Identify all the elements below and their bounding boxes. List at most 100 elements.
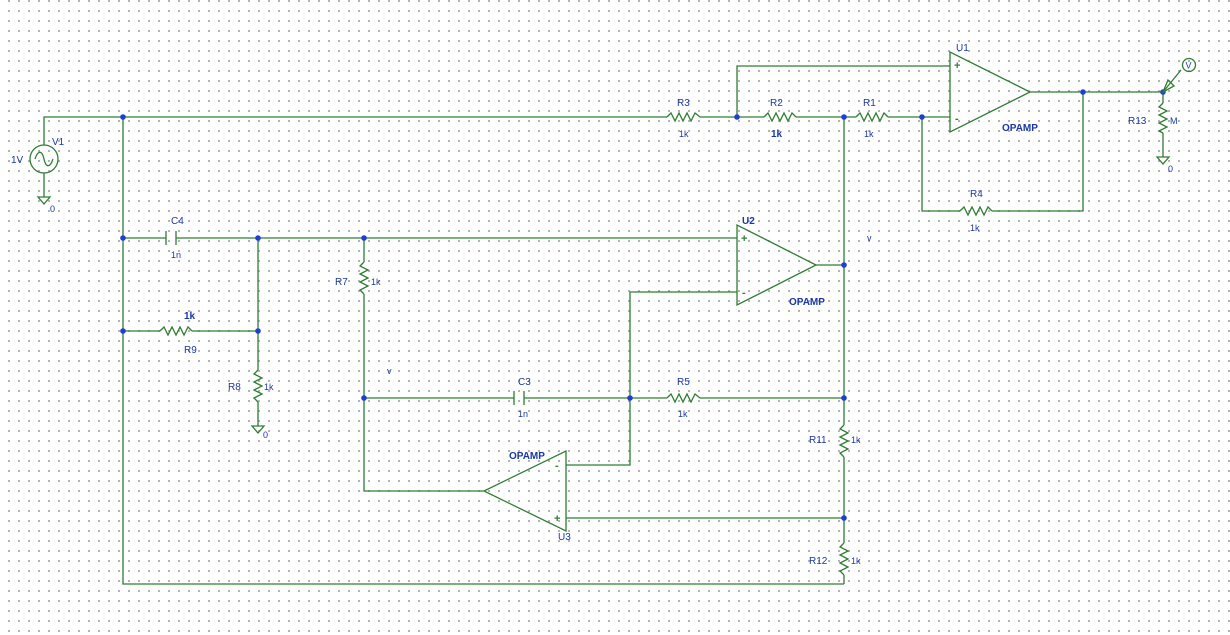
opamp-triangle-icon [736,223,818,307]
wire-u2-minus [629,291,737,398]
capacitor-c3[interactable]: C3 1n [513,377,531,419]
resistor-value: 1k [851,435,861,445]
resistor-ref: R8 [228,382,241,393]
resistor-r7[interactable]: R7 1k [335,261,381,295]
wires [43,65,1164,585]
resistor-zigzag-icon [358,261,370,295]
opamp-u1[interactable]: + - U1 OPAMP [949,43,1038,134]
resistor-zigzag-icon [159,325,193,337]
wire-r4-right [992,92,1084,212]
opamp-plus-pin: + [954,60,960,72]
resistor-ref: R5 [677,377,690,388]
wire-u3-minus [566,398,631,466]
opamp-minus-pin: - [555,460,559,472]
resistor-r11[interactable]: R11 1k [809,424,861,458]
junction-dot [120,114,126,120]
ground-label: 0 [1168,164,1173,174]
resistor-ref: R3 [677,98,690,109]
resistor-value: 1k [184,311,196,322]
resistor-ref: R1 [863,98,876,109]
source-value: 1V [11,155,24,166]
resistor-value: 1k [678,409,688,419]
wire-v1-top [43,116,123,145]
resistor-r1[interactable]: R1 1k [855,98,889,139]
opamp-u2[interactable]: + - U2 OPAMP [736,216,825,308]
ground-icon [1155,156,1171,165]
junction-dot [841,515,847,521]
resistor-ref: R11 [809,435,827,446]
ground-r13[interactable]: 0 [1155,156,1173,174]
resistor-ref: R9 [184,345,197,356]
opamp-ref: U2 [742,216,755,227]
resistor-r13[interactable]: R13 M [1128,102,1178,134]
resistor-r2[interactable]: R2 1k [763,98,797,140]
opamp-minus-pin: - [955,113,959,125]
resistor-zigzag-icon [252,369,264,403]
junction-dot [120,235,126,241]
resistor-r9[interactable]: 1k R9 [159,311,197,356]
resistor-r3[interactable]: R3 1k [666,98,701,139]
probe-label: V [1186,61,1192,71]
ground-r8[interactable]: 0 [250,425,268,440]
opamp-triangle-icon [482,449,567,533]
ground-v1[interactable]: 0 [36,196,55,214]
junction-dot [361,235,367,241]
wire-left-bus [122,117,844,585]
capacitor-value: 1n [518,409,528,419]
resistor-r5[interactable]: R5 1k [666,377,701,419]
wire-u1-plus-loop [736,65,950,117]
resistor-zigzag-icon [1157,102,1169,134]
resistor-value: 1k [864,129,874,139]
capacitor-ref: C3 [518,377,531,388]
ground-icon [36,196,52,205]
resistor-zigzag-icon [666,392,701,404]
wire-r4-left [921,117,960,212]
junction-dot [841,395,847,401]
resistor-r8[interactable]: R8 1k [228,369,274,403]
junction-dot [841,262,847,268]
resistor-value: 1k [970,223,980,233]
resistor-zigzag-icon [666,111,701,123]
junction-dot [120,328,126,334]
source-ref: V1 [52,137,65,148]
ground-label: 0 [50,204,55,214]
sine-wave-icon [34,151,54,167]
probe-arrow-icon [1161,78,1176,94]
resistor-ref: R7 [335,277,348,288]
opamp-model: OPAMP [1002,123,1038,134]
resistor-ref: R12 [809,556,828,567]
opamp-plus-pin: + [554,513,560,525]
capacitor-c4[interactable]: C4 1n [165,216,184,260]
voltage-probe[interactable]: V [1161,57,1197,94]
opamp-u3[interactable]: - + U3 OPAMP [482,449,571,543]
probe-stem-icon [1162,69,1182,93]
resistor-ref: R13 [1128,116,1147,127]
net-marker: v [387,366,392,376]
resistor-zigzag-icon [855,111,889,123]
ground-icon [250,425,266,434]
wire-r7 [363,238,484,492]
junction-dot [255,235,261,241]
junction-dot [919,114,925,120]
ground-label: 0 [263,430,268,440]
resistor-value: 1k [679,129,689,139]
resistor-zigzag-icon [959,205,993,217]
opamp-triangle-icon [949,50,1032,134]
opamp-minus-pin: - [742,287,746,299]
capacitor-value: 1n [171,250,181,260]
resistor-zigzag-icon [838,542,850,576]
resistor-value: M [1170,116,1178,126]
resistor-r12[interactable]: R12 1k [809,542,861,576]
opamp-model: OPAMP [789,297,825,308]
opamp-plus-pin: + [741,233,747,245]
resistor-zigzag-icon [838,424,850,458]
resistor-zigzag-icon [763,111,797,123]
probe-marker-icon [1181,57,1197,73]
junction-dot [361,395,367,401]
voltage-source-v1[interactable]: V1 1V [11,137,65,174]
opamp-ref: U1 [956,43,969,54]
resistor-r4[interactable]: R4 1k [959,189,993,233]
junction-dot [841,114,847,120]
opamp-ref: U3 [558,532,571,543]
